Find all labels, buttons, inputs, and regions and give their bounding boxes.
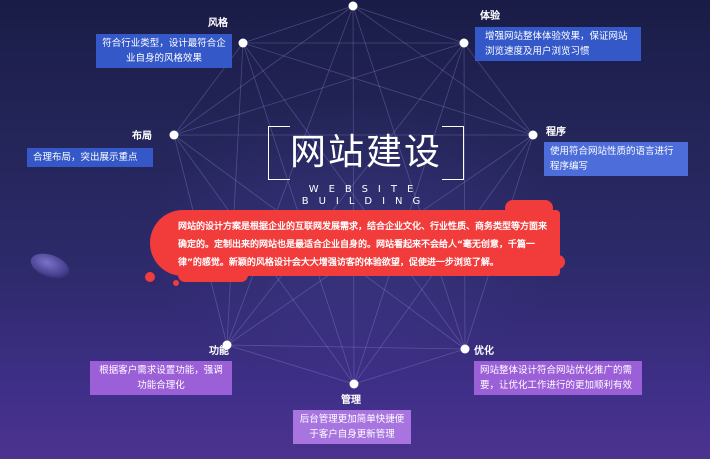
node-dot-program (528, 130, 538, 140)
node-label-style: 风格 (208, 18, 228, 29)
node-dot-experience (459, 38, 469, 48)
node-label-layout: 布局 (132, 131, 152, 142)
page-subtitle: WEBSITE BUILDING (301, 184, 431, 207)
node-label-optimization: 优化 (474, 346, 494, 357)
description-banner (150, 210, 560, 276)
node-dot-top (348, 1, 358, 11)
node-dot-layout (169, 130, 179, 140)
banner-dot (145, 272, 155, 282)
banner-text: 网站的设计方案是根据企业的互联网发展需求，结合企业文化、行业性质、商务类型等方面… (178, 222, 548, 268)
banner-dot (530, 200, 540, 210)
node-desc-experience: 增强网站整体体验效果，保证网站浏览速度及用户浏览习惯 (475, 27, 641, 61)
node-label-program: 程序 (546, 127, 566, 138)
node-label-function: 功能 (209, 346, 229, 357)
banner-drip (505, 200, 553, 216)
banner-drip (178, 268, 248, 282)
banner-dot (173, 280, 179, 286)
node-desc-management: 后台管理更加简单快捷便于客户自身更新管理 (293, 410, 411, 444)
node-label-management: 管理 (341, 395, 361, 406)
node-dot-function (222, 340, 232, 350)
node-desc-layout: 合理布局，突出展示重点 (27, 148, 153, 167)
page-title: 网站建设 (289, 132, 442, 173)
node-label-experience: 体验 (480, 11, 500, 22)
banner-drip (535, 255, 565, 269)
node-desc-style: 符合行业类型，设计最符合企业自身的风格效果 (96, 34, 232, 68)
node-desc-function: 根据客户需求设置功能，强调功能合理化 (90, 361, 232, 395)
title-frame: 网站建设 (268, 126, 464, 180)
node-desc-optimization: 网站整体设计符合网站优化推广的需要，让优化工作进行的更加顺利有效 (474, 361, 642, 395)
node-desc-program: 使用符合网站性质的语言进行程序编写 (544, 142, 688, 176)
node-dot-style (238, 38, 248, 48)
node-dot-management (349, 379, 359, 389)
node-dot-optimization (460, 344, 470, 354)
